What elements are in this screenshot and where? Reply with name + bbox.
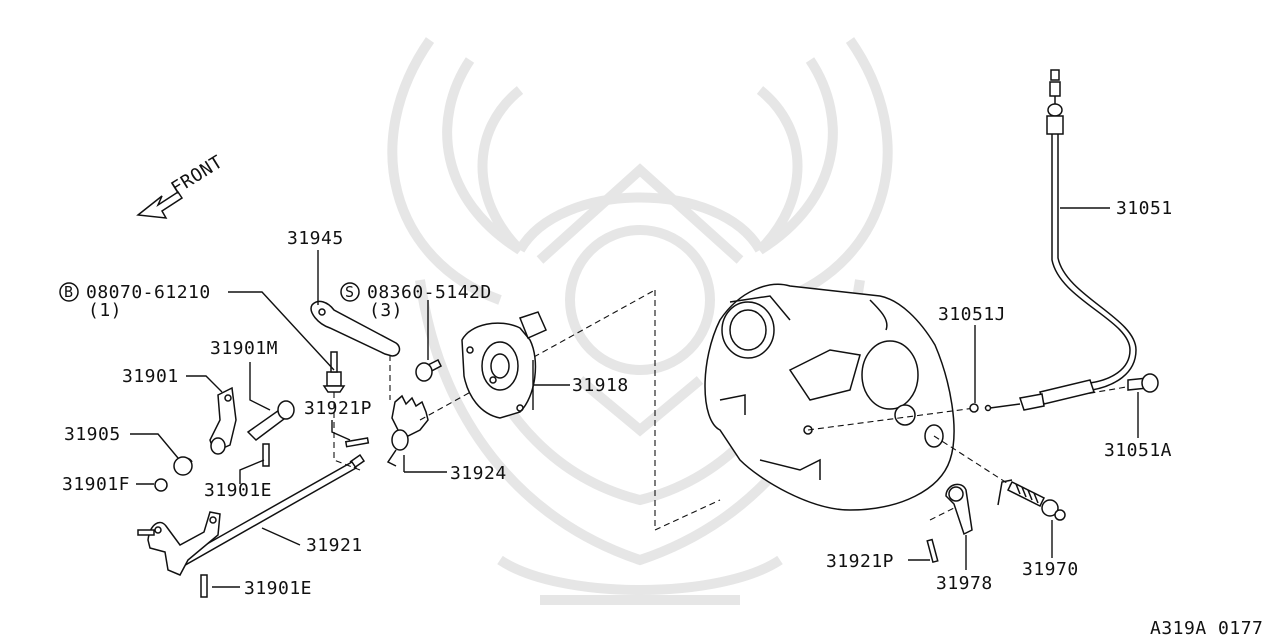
callout-08360-qty: (3) (369, 300, 403, 321)
leader-line (130, 433, 179, 459)
spring-31905 (173, 456, 193, 476)
callout-31901e-upper: 31901E (204, 480, 272, 501)
leader-line (239, 459, 265, 484)
pin-31901e-upper (262, 443, 270, 467)
callout-31905: 31905 (64, 424, 121, 445)
callout-31051: 31051 (1116, 198, 1173, 219)
bolt-08360 (415, 358, 442, 382)
assembly-line (419, 289, 656, 421)
callout-31901m: 31901M (210, 338, 278, 359)
callout-31978: 31978 (936, 573, 993, 594)
pin-31921p-top (344, 437, 370, 448)
figure-code: A319A 0177 (1150, 618, 1263, 638)
leader-line (249, 362, 271, 411)
leader-line (331, 420, 351, 441)
callout-31901: 31901 (122, 366, 179, 387)
assembly-line (333, 392, 361, 471)
bolt-31901m (246, 400, 295, 441)
pin-31921p-bottom (926, 538, 939, 564)
cable-31051 (984, 69, 1137, 412)
callout-31901f: 31901F (62, 474, 130, 495)
callout-08360-prefix: S (345, 283, 354, 301)
assembly-line (929, 504, 961, 521)
callout-31051a: 31051A (1104, 440, 1172, 461)
callout-31051j: 31051J (938, 304, 1006, 325)
leader-line (186, 375, 223, 393)
bracket-31945 (310, 300, 401, 357)
assembly-line (654, 290, 721, 531)
leader-line (228, 291, 335, 371)
leader-line (403, 455, 447, 473)
assembly-line (933, 435, 1011, 486)
shaft-31921 (137, 453, 366, 576)
nut-31901f (154, 478, 168, 492)
callout-31921p-top: 31921P (304, 398, 372, 419)
bolt-08070 (322, 351, 346, 393)
callout-31945: 31945 (287, 228, 344, 249)
callout-31921: 31921 (306, 535, 363, 556)
lever-31978 (945, 483, 973, 536)
front-label: FRONT (168, 151, 227, 199)
assembly-line (807, 407, 976, 431)
front-arrow-icon (136, 190, 184, 219)
transmission-case (704, 283, 955, 511)
callout-08360-5142d: 08360-5142D (367, 282, 492, 303)
clip-31051j (969, 403, 979, 413)
callout-08070-prefix: B (64, 283, 73, 301)
switch-31918 (461, 311, 547, 419)
callout-31918: 31918 (572, 375, 629, 396)
pin-31901e-lower (200, 574, 208, 598)
lever-31901 (209, 386, 237, 455)
leader-line (261, 527, 301, 546)
callout-31901e-lower: 31901E (244, 578, 312, 599)
screw-symbol-s-icon (340, 282, 360, 302)
bolt-symbol-b-icon (59, 282, 79, 302)
callout-31924: 31924 (450, 463, 507, 484)
callout-31970: 31970 (1022, 559, 1079, 580)
callout-08070-61210: 08070-61210 (86, 282, 211, 303)
bolt-31051a (1127, 373, 1159, 393)
leader-line (532, 360, 570, 410)
callout-08070-qty: (1) (88, 300, 122, 321)
rod-31970 (997, 479, 1066, 521)
sector-31924 (386, 394, 429, 467)
callout-31921p-bottom: 31921P (826, 551, 894, 572)
